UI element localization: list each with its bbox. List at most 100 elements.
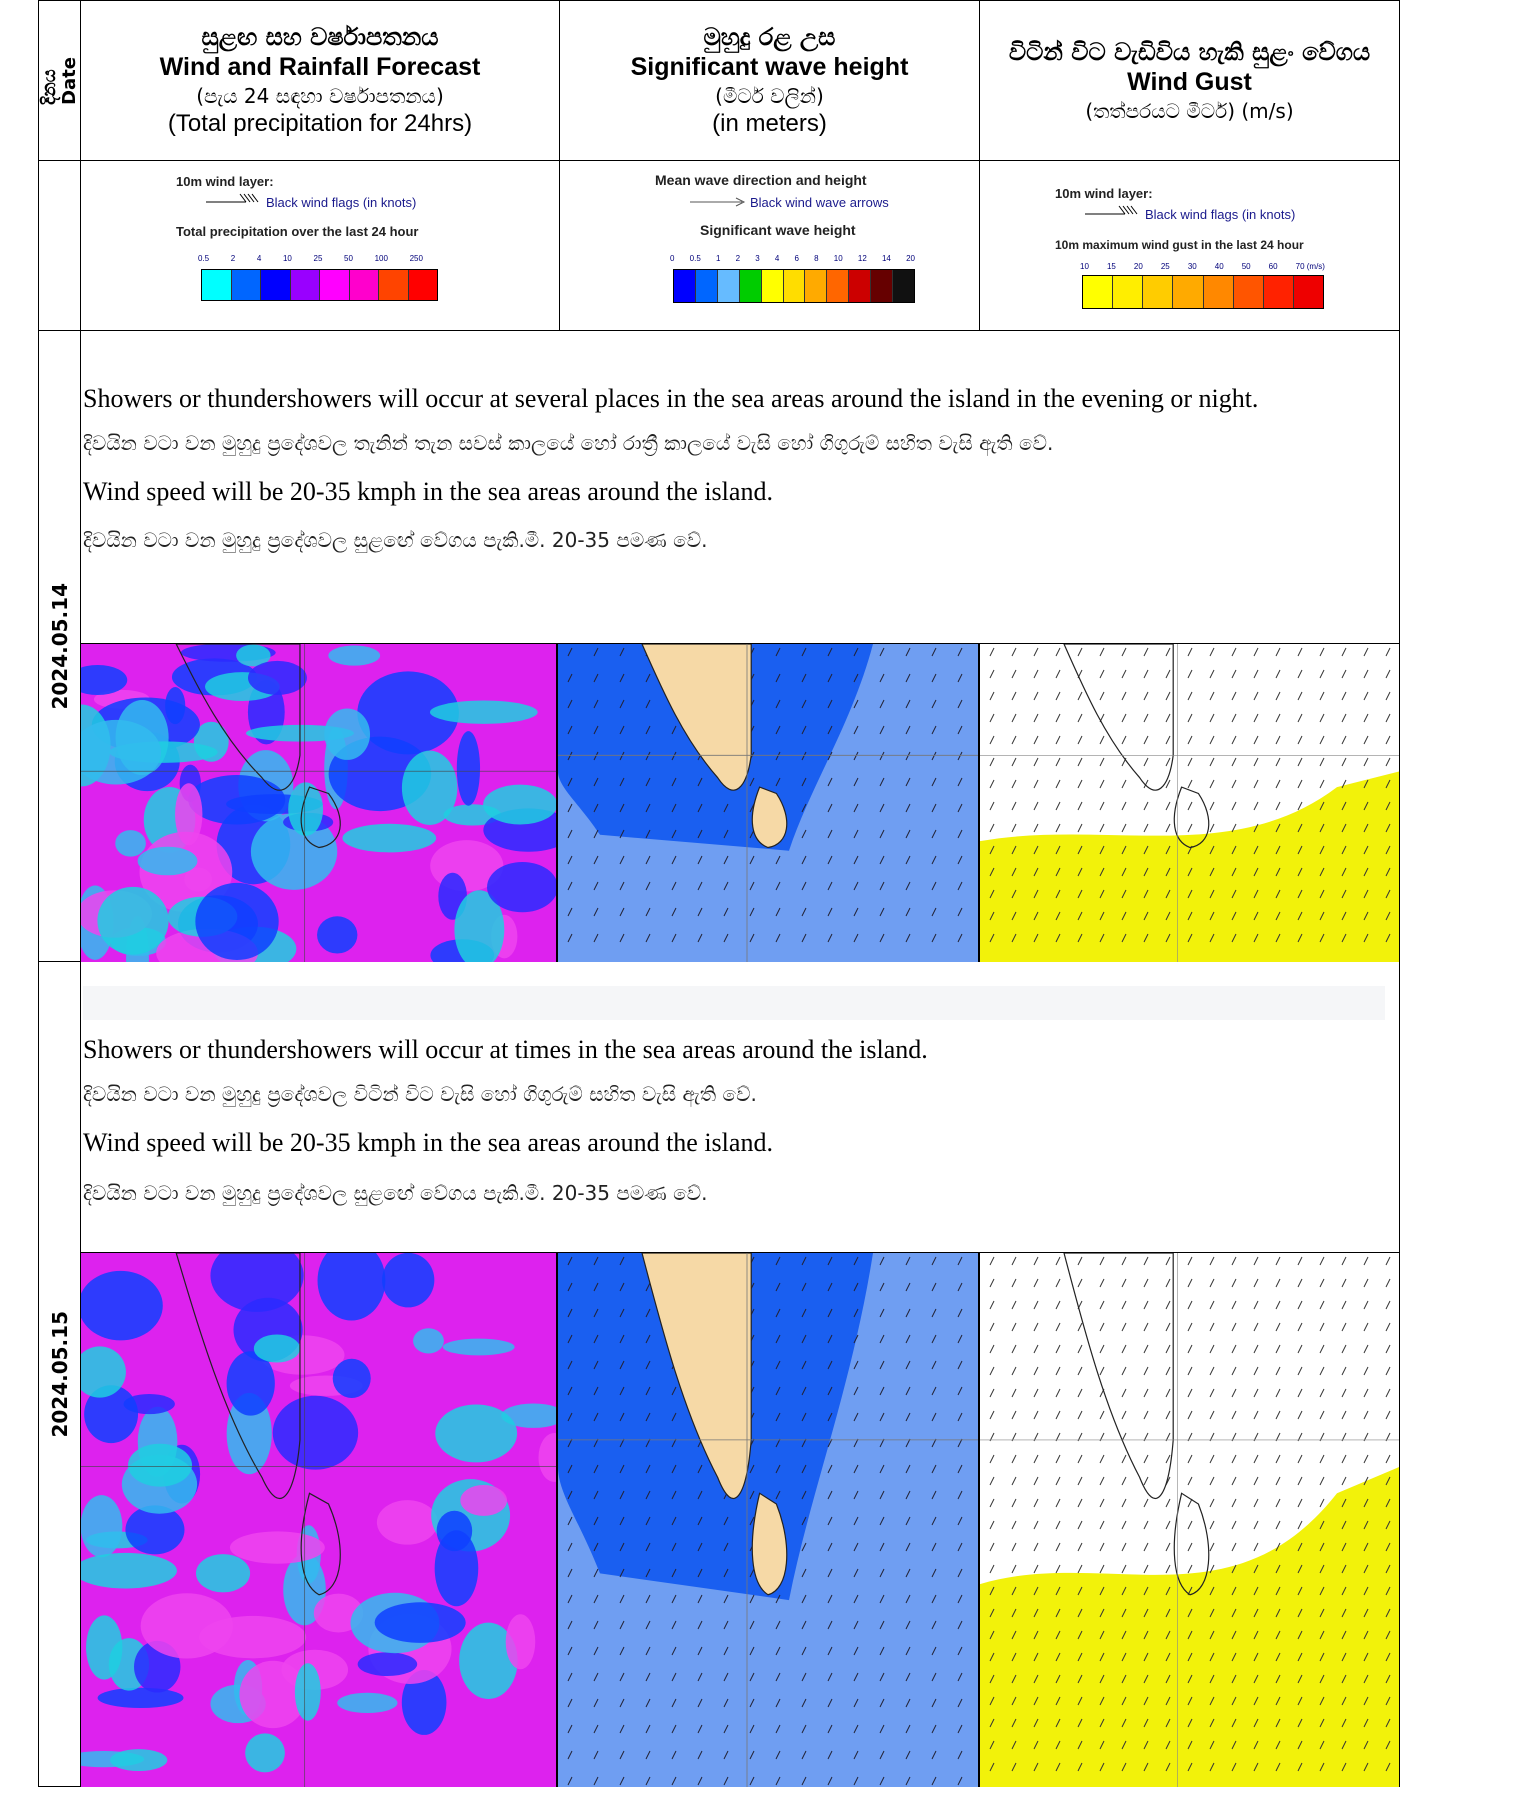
- day-2-line-2: දිවයින වටා වන මුහුදු ප්‍රදේශවල විටින් වි…: [83, 1082, 757, 1107]
- rain-legend-tick: 4: [256, 254, 262, 263]
- rain-header-sub-si: (පැය 24 සඳහා වර්ෂාපතනය): [196, 83, 444, 108]
- day-2-date-cell: 2024.05.15: [38, 961, 81, 1787]
- day-1-rain-map: [81, 644, 559, 962]
- rain-legend-title: Total precipitation over the last 24 hou…: [176, 224, 419, 239]
- rain-legend-tick: 25: [313, 254, 323, 263]
- gust-scale-swatch: [1233, 276, 1264, 308]
- day-2-line-4: දිවයින වටා වන මුහුදු ප්‍රදේශවල සුළඟේ වේග…: [83, 1181, 708, 1206]
- gust-scale-swatch: [1203, 276, 1234, 308]
- wave-legend-tick: 0.5: [689, 254, 701, 263]
- gust-scale-swatch: [1143, 276, 1174, 308]
- wave-scale-swatch: [893, 270, 914, 302]
- gust-legend-tick: 15: [1106, 262, 1116, 271]
- gust-scale-swatch: [1293, 276, 1323, 308]
- rain-legend-flags: Black wind flags (in knots): [266, 195, 417, 210]
- wave-legend-arrows: Black wind wave arrows: [750, 195, 889, 210]
- wave-scale-swatch: [739, 270, 762, 302]
- wave-scale-swatch: [805, 270, 828, 302]
- day-2-maps: [81, 1252, 1399, 1787]
- rain-scale-swatch: [261, 270, 291, 300]
- wave-scale-swatch: [827, 270, 850, 302]
- rain-header-sub-en: (Total precipitation for 24hrs): [167, 109, 473, 137]
- rain-header: සුළඟ සහ වර්ෂාපතනය Wind and Rainfall Fore…: [80, 0, 560, 161]
- wave-legend-tick: 3: [755, 254, 760, 263]
- gust-color-scale: [1082, 275, 1324, 309]
- wave-header-sub-si: (මීටර් වලින්): [715, 83, 824, 108]
- date-header-si: දිනය: [38, 68, 60, 105]
- wave-scale-swatch: [717, 270, 740, 302]
- wave-legend-tick: 20: [906, 254, 915, 263]
- day-2-content: Showers or thundershowers will occur at …: [80, 961, 1400, 1787]
- rain-legend-tick: 2: [230, 254, 236, 263]
- wave-legend-tick: 1: [715, 254, 721, 263]
- gust-header-si: විටින් විට වැඩිවිය හැකි සුළං වේගය: [1008, 38, 1371, 67]
- rain-scale-swatch: [408, 270, 437, 300]
- rain-legend-tick: 100: [374, 254, 388, 263]
- day-2-rain-map: [81, 1253, 559, 1787]
- wave-legend-tick: 2: [735, 254, 741, 263]
- day-2-wave-map: [558, 1253, 980, 1787]
- wave-color-scale: [673, 269, 915, 303]
- gust-legend-tick: 40: [1214, 262, 1224, 271]
- gust-header-sub-si: (තත්පරයට මීටර්) (m/s): [1085, 98, 1294, 123]
- day-1-wave-map: [558, 644, 980, 962]
- rain-scale-swatch: [231, 270, 261, 300]
- wave-scale-swatch: [695, 270, 718, 302]
- rain-legend-tick: 0.5: [198, 254, 210, 263]
- forecast-table: දිනය Date සුළඟ සහ වර්ෂාපතනය Wind and Rai…: [38, 0, 1400, 1787]
- gust-scale-swatch: [1113, 276, 1144, 308]
- day-2-line-1: Showers or thundershowers will occur at …: [83, 1035, 928, 1064]
- gust-legend-tick: 70 (m/s): [1295, 262, 1325, 271]
- legend-row: 10m wind layer: Black wind flags (in kno…: [38, 160, 1400, 331]
- gust-legend-tick: 50: [1241, 262, 1251, 271]
- rain-header-en: Wind and Rainfall Forecast: [159, 53, 481, 82]
- header-row: දිනය Date සුළඟ සහ වර්ෂාපතනය Wind and Rai…: [38, 0, 1400, 161]
- wave-scale-swatch: [783, 270, 806, 302]
- day-1-content: Showers or thundershowers will occur at …: [80, 330, 1400, 962]
- day-1-date-cell: 2024.05.14: [38, 330, 81, 962]
- rain-scale-swatch: [290, 270, 320, 300]
- rain-scale-swatch: [320, 270, 350, 300]
- date-header-cell: දිනය Date: [38, 0, 81, 161]
- wave-arrow-icon: [690, 197, 746, 207]
- rain-header-si: සුළඟ සහ වර්ෂාපතනය: [201, 23, 439, 52]
- wave-scale-swatch: [849, 270, 872, 302]
- day-1-line-4: දිවයින වටා වන මුහුදු ප්‍රදේශවල සුළඟේ වේග…: [83, 528, 708, 553]
- date-header: දිනය Date: [38, 57, 80, 105]
- wave-legend-tick: 10: [833, 254, 843, 263]
- rain-legend: 10m wind layer: Black wind flags (in kno…: [80, 160, 560, 331]
- wave-legend-tick: 8: [814, 254, 819, 263]
- wave-scale-swatch: [674, 270, 696, 302]
- wave-header-si: මුහුදු රළ උස: [703, 23, 836, 52]
- wave-legend-tick: 4: [774, 254, 780, 263]
- wave-legend-sub: Significant wave height: [700, 222, 856, 238]
- wave-legend-tick: 0: [670, 254, 675, 263]
- wave-header-en: Significant wave height: [630, 53, 909, 82]
- wave-legend-tick: 14: [881, 254, 891, 263]
- rain-scale-swatch: [349, 270, 379, 300]
- gust-header-en: Wind Gust: [1127, 68, 1252, 97]
- rain-scale-swatch: [202, 270, 232, 300]
- day-1-maps: [81, 643, 1399, 962]
- day-2-line-3: Wind speed will be 20-35 kmph in the sea…: [83, 1128, 773, 1158]
- wave-scale-swatch: [871, 270, 894, 302]
- gust-legend-layer: 10m wind layer:: [1055, 186, 1153, 201]
- wave-legend: Mean wave direction and height Black win…: [559, 160, 980, 331]
- day-1-line-2: දිවයින වටා වන මුහුදු ප්‍රදේශවල තැනින් තැ…: [83, 431, 1054, 456]
- day-1-text: Showers or thundershowers will occur at …: [83, 381, 1385, 555]
- gust-legend-tick: 20: [1133, 262, 1143, 271]
- gust-scale-swatch: [1173, 276, 1204, 308]
- gust-scale-swatch: [1083, 276, 1114, 308]
- day-row-1: 2024.05.14 Showers or thundershowers wil…: [38, 330, 1400, 962]
- wind-flag-icon: [1085, 205, 1138, 215]
- gust-legend-tick: 60: [1268, 262, 1278, 271]
- wind-flag-icon: [206, 193, 259, 203]
- blank-banner: [83, 986, 1385, 1020]
- gust-legend-tick: 10: [1080, 262, 1089, 271]
- wave-legend-title: Mean wave direction and height: [655, 172, 867, 188]
- rain-legend-tick: 10: [282, 254, 292, 263]
- wave-scale-swatch: [761, 270, 784, 302]
